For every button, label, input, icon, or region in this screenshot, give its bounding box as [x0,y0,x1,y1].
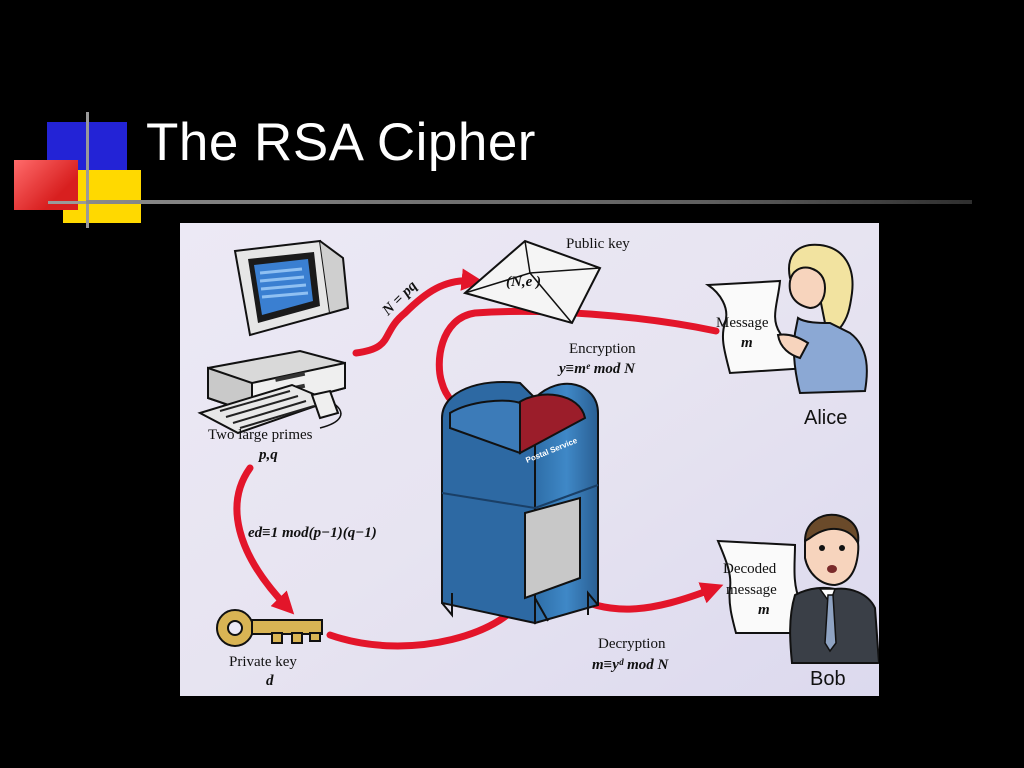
bob-name: Bob [810,668,846,690]
mailbox-icon [441,381,599,625]
envelope-icon [462,239,602,325]
encryption-label: Encryption [569,341,636,357]
message-line1: Message [716,315,769,331]
two-primes-vars: p,q [257,447,278,463]
alice-name: Alice [804,407,847,429]
arrow-primes-to-private-key [233,464,295,615]
bob-icon [789,513,879,664]
slide-title: The RSA Cipher [146,113,536,172]
decryption-label: Decryption [598,636,666,652]
relation-formula: ed≡1 mod(p−1)(q−1) [248,525,377,541]
private-key-label: Private key [229,654,297,670]
arrow-to-public-key [352,268,484,357]
decoded-line3: m [758,602,770,618]
decoded-line2: message [726,582,777,598]
public-key-label: Public key [566,236,630,252]
public-key-value: (N,e ) [506,274,541,290]
logo-vertical-line [86,112,89,228]
decoded-line1: Decoded [723,561,777,577]
computer-icon [197,239,350,435]
rsa-diagram: Two large primes p,q Public key (N,e ) N… [180,223,879,696]
title-divider [86,200,972,204]
two-primes-label: Two large primes [208,427,313,443]
encryption-formula: y≡mᵉ mod N [557,361,636,377]
message-line2: m [741,335,753,351]
alice-icon [776,243,868,395]
private-key-var: d [266,673,274,689]
decryption-formula: m≡yᵈ mod N [592,657,670,673]
key-icon [216,609,323,647]
